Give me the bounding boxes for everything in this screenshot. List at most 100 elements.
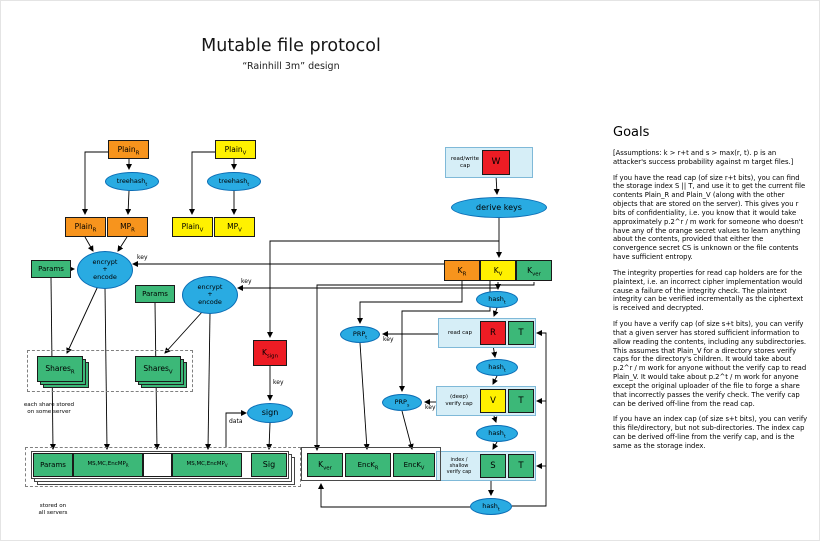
label: EncKR — [357, 460, 379, 471]
read-key-box: R — [480, 321, 506, 345]
tag-index-box: T — [508, 454, 534, 478]
shares-group-box — [27, 350, 193, 392]
label: PRPs — [394, 397, 410, 409]
treehash-r-ellipse: treehasht — [105, 172, 159, 191]
goals-heading: Goals — [613, 125, 650, 140]
plain-v-source-box: PlainV — [215, 140, 256, 159]
key-label-5: key — [425, 404, 436, 411]
label: Params — [40, 460, 66, 469]
each-share-note: each share stored on some server — [9, 402, 89, 417]
k-ver-stored-box: Kver — [307, 453, 343, 477]
label: V — [490, 395, 496, 406]
label: KR — [457, 265, 467, 278]
params-stored-box: Params — [33, 453, 73, 477]
mp-v-box: MPV — [214, 217, 255, 237]
label: derive keys — [476, 202, 522, 212]
label: S — [490, 460, 496, 471]
sig-box: Sig — [251, 453, 287, 477]
verify-key-box: V — [480, 389, 506, 413]
label: PlainR — [74, 222, 97, 234]
label: R — [490, 327, 496, 338]
label: MS,MC,EncMPR — [87, 461, 129, 469]
label: Params — [142, 289, 168, 298]
k-v-box: KV — [480, 260, 516, 281]
encrypt-encode-ellipse-v: encrypt + encode — [182, 276, 238, 314]
label: MS,MC,EncMPV — [186, 461, 228, 469]
index-cap-label: index / shallow verify cap — [438, 452, 480, 480]
label: treehasht — [116, 176, 148, 188]
line: read cap — [447, 329, 473, 336]
line: shallow — [449, 463, 469, 469]
line: cap — [460, 162, 470, 169]
line: verify cap — [446, 469, 472, 475]
mp-r-box: MPR — [107, 217, 148, 237]
label: treehasht — [218, 176, 250, 188]
label: T — [518, 327, 524, 338]
label: sign — [261, 408, 279, 417]
line: + — [102, 265, 108, 274]
plain-r-source-box: PlainR — [108, 140, 149, 159]
hash-ellipse-1: hasht — [476, 291, 518, 308]
label: Sig — [262, 460, 276, 469]
goals-section: Goals [Assumptions: k > r+t and s > max(… — [613, 125, 809, 458]
tag-read-box: T — [508, 321, 534, 345]
key-label-3: key — [273, 379, 284, 386]
hash-ellipse-4: hasht — [470, 498, 512, 515]
label: hasht — [488, 294, 506, 306]
hash-ellipse-3: hasht — [476, 425, 518, 442]
page-subtitle: “Rainhill 3m” design — [242, 61, 340, 72]
read-write-cap-label: read/write cap — [447, 150, 483, 175]
read-cap-label: read cap — [440, 323, 480, 343]
key-label-4: key — [383, 336, 394, 343]
label: PlainV — [181, 222, 204, 234]
label: hasht — [488, 428, 506, 440]
label: PlainV — [224, 144, 247, 157]
line: (deep) — [449, 394, 469, 401]
label: PlainR — [117, 144, 140, 157]
goals-paragraph: If you have the read cap (of size r+t bi… — [613, 173, 806, 262]
stored-keys-group — [301, 447, 441, 481]
derive-keys-ellipse: derive keys — [451, 197, 547, 218]
prp-s-ellipse: PRPs — [382, 394, 422, 411]
enck-v-box: EncKV — [393, 453, 435, 477]
goals-paragraph: The integrity properties for read cap ho… — [613, 268, 804, 313]
label: W — [491, 157, 501, 167]
key-label-2: key — [241, 278, 252, 285]
shares-r-stack: SharesR — [37, 356, 83, 382]
line: encrypt — [92, 258, 118, 267]
treehash-v-ellipse: treehasht — [207, 172, 261, 191]
label: hasht — [488, 362, 506, 374]
enck-r-box: EncKR — [345, 453, 391, 477]
label: MPR — [120, 222, 135, 234]
label: Ksign — [261, 348, 279, 360]
page-title: Mutable file protocol — [201, 36, 381, 56]
line: encode — [198, 297, 222, 306]
line: all servers — [38, 510, 68, 517]
ms-mc-encmp-r-box: MS,MC,EncMPR — [73, 453, 143, 477]
empty-field-box — [143, 453, 172, 477]
goals-paragraph: [Assumptions: k > r+t and s > max(r, t).… — [613, 149, 794, 166]
k-sign-box: Ksign — [253, 340, 287, 366]
shares-v-stack: SharesV — [135, 356, 181, 382]
data-label: data — [229, 418, 243, 425]
label: SharesR — [45, 364, 75, 376]
label: EncKV — [403, 460, 425, 471]
line: + — [207, 290, 213, 299]
line: on some server — [27, 409, 71, 416]
label: Kver — [318, 460, 332, 472]
k-r-box: KR — [444, 260, 480, 281]
k-ver-box: Kver — [516, 260, 552, 281]
line: encrypt — [197, 283, 223, 292]
label: hasht — [482, 501, 500, 513]
line: read/write — [450, 155, 480, 162]
plain-r-box: PlainR — [65, 217, 106, 237]
plain-v-box: PlainV — [172, 217, 213, 237]
key-label-1: key — [137, 254, 148, 261]
label: Params — [38, 264, 64, 273]
label: KV — [493, 265, 503, 278]
sign-ellipse: sign — [247, 403, 293, 423]
label: T — [518, 395, 524, 406]
hash-ellipse-2: hasht — [476, 359, 518, 376]
